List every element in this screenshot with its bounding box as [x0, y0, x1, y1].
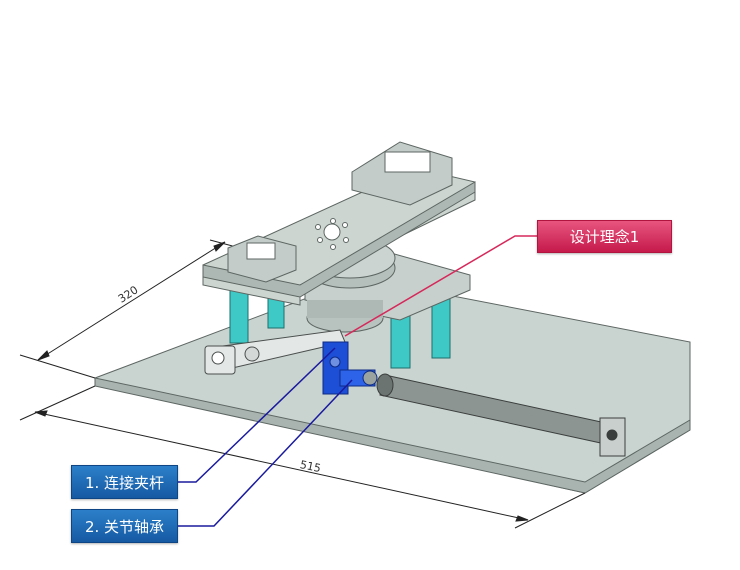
leader-lines [178, 235, 537, 527]
dimension-515-label: 515 [299, 458, 322, 475]
air-cylinder [376, 373, 626, 457]
clamp-block-front [227, 235, 297, 283]
dimension-320-label: 320 [116, 283, 141, 305]
dimension-320 [19, 239, 241, 379]
joint-bearing-part [322, 341, 378, 395]
dimension-515 [19, 385, 586, 529]
joint-bearing-callout: 2. 关节轴承 [71, 509, 178, 543]
connecting-clamp-rod-callout: 1. 连接夹杆 [71, 465, 178, 499]
design-concept-callout: 设计理念1 [537, 220, 672, 253]
clamp-block-rear [351, 141, 453, 206]
